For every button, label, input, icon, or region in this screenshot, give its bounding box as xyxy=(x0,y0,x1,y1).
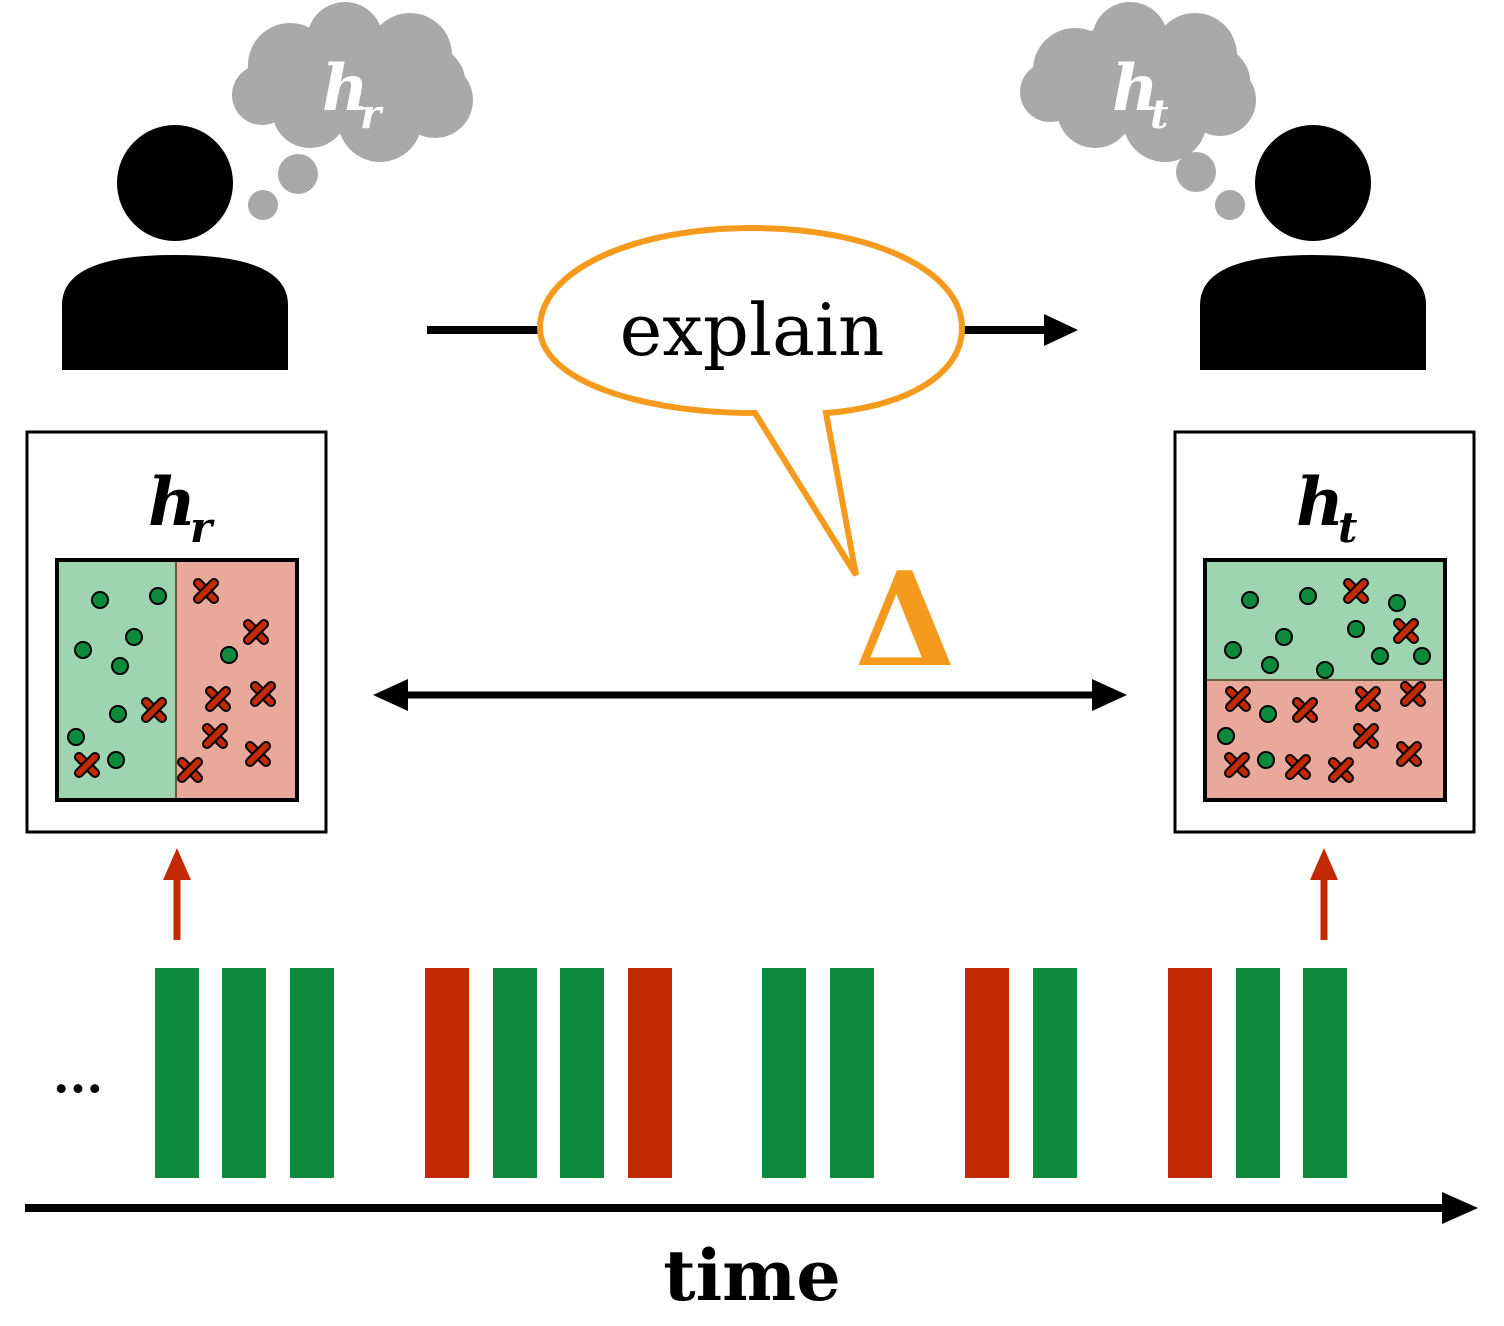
positive-point xyxy=(1224,641,1242,659)
box-right-sub: t xyxy=(1338,503,1357,552)
data-to-hypothesis-arrow-left xyxy=(163,848,191,940)
negative-point xyxy=(1393,618,1419,644)
positive-point xyxy=(1257,751,1275,769)
person-left xyxy=(62,125,288,370)
timeline-bar-green xyxy=(560,968,604,1178)
positive-point xyxy=(1217,727,1235,745)
positive-point xyxy=(1241,591,1259,609)
positive-point xyxy=(74,641,92,659)
timeline-bar-red xyxy=(628,968,672,1178)
timeline-bar-red xyxy=(425,968,469,1178)
negative-point xyxy=(243,619,269,645)
timeline-ellipsis: ··· xyxy=(53,1061,103,1117)
data-to-hypothesis-arrow-right xyxy=(1310,848,1338,940)
negative-point xyxy=(245,741,271,767)
negative-point xyxy=(250,681,276,707)
negative-point xyxy=(1353,723,1379,749)
box-right-label: h xyxy=(1296,463,1344,541)
thought-bubble-left: h r xyxy=(232,2,473,220)
person-right xyxy=(1200,125,1426,370)
positive-point xyxy=(125,628,143,646)
positive-point xyxy=(1299,587,1317,605)
timeline-bar-green xyxy=(493,968,537,1178)
negative-point xyxy=(193,578,219,604)
negative-point xyxy=(177,757,203,783)
hypothesis-box-left: h r xyxy=(25,430,328,834)
comparison-double-arrow xyxy=(373,679,1127,711)
negative-point xyxy=(141,697,167,723)
delta-symbol: Δ xyxy=(855,543,956,696)
timeline-bar-green xyxy=(155,968,199,1178)
timeline-bar-red xyxy=(965,968,1009,1178)
positive-point xyxy=(1413,647,1431,665)
timeline-bar-green xyxy=(1303,968,1347,1178)
positive-point xyxy=(220,646,238,664)
timeline-bar-green xyxy=(222,968,266,1178)
thought-left-label: h xyxy=(322,51,369,126)
negative-point xyxy=(1400,681,1426,707)
positive-point xyxy=(111,657,129,675)
positive-point xyxy=(109,705,127,723)
positive-point xyxy=(1275,628,1293,646)
negative-point xyxy=(202,723,228,749)
thought-right-sub: t xyxy=(1150,91,1169,138)
negative-point xyxy=(1225,686,1251,712)
right-points xyxy=(1217,578,1431,783)
explain-label: explain xyxy=(620,288,885,372)
positive-point xyxy=(1259,705,1277,723)
positive-point xyxy=(1261,656,1279,674)
hypothesis-box-right: h t xyxy=(1173,430,1476,834)
timeline-bar-green xyxy=(1033,968,1077,1178)
positive-point xyxy=(67,728,85,746)
positive-point xyxy=(1316,661,1334,679)
thought-right-label: h xyxy=(1112,51,1159,126)
negative-point xyxy=(1355,686,1381,712)
timeline-bars xyxy=(155,968,1347,1178)
negative-point xyxy=(1343,578,1369,604)
negative-point xyxy=(1292,697,1318,723)
positive-point xyxy=(1388,594,1406,612)
explain-speech-bubble: explain xyxy=(536,224,966,577)
positive-point xyxy=(91,591,109,609)
time-axis-label: time xyxy=(663,1234,841,1317)
negative-point xyxy=(1328,757,1354,783)
box-left-label: h xyxy=(148,463,196,541)
positive-point xyxy=(107,751,125,769)
timeline-bar-green xyxy=(830,968,874,1178)
left-points xyxy=(67,578,276,783)
negative-point xyxy=(1224,752,1250,778)
thought-left-sub: r xyxy=(360,91,384,138)
thought-bubble-right: h t xyxy=(1020,2,1256,220)
negative-point xyxy=(74,752,100,778)
positive-point xyxy=(149,587,167,605)
timeline-bar-red xyxy=(1168,968,1212,1178)
negative-point xyxy=(205,686,231,712)
positive-point xyxy=(1371,647,1389,665)
explain-arrow xyxy=(427,314,1078,346)
timeline-bar-green xyxy=(762,968,806,1178)
timeline-bar-green xyxy=(1236,968,1280,1178)
positive-point xyxy=(1347,620,1365,638)
timeline-bar-green xyxy=(290,968,334,1178)
negative-point xyxy=(1285,754,1311,780)
negative-point xyxy=(1396,741,1422,767)
box-left-sub: r xyxy=(190,503,215,552)
time-axis xyxy=(25,1192,1478,1224)
